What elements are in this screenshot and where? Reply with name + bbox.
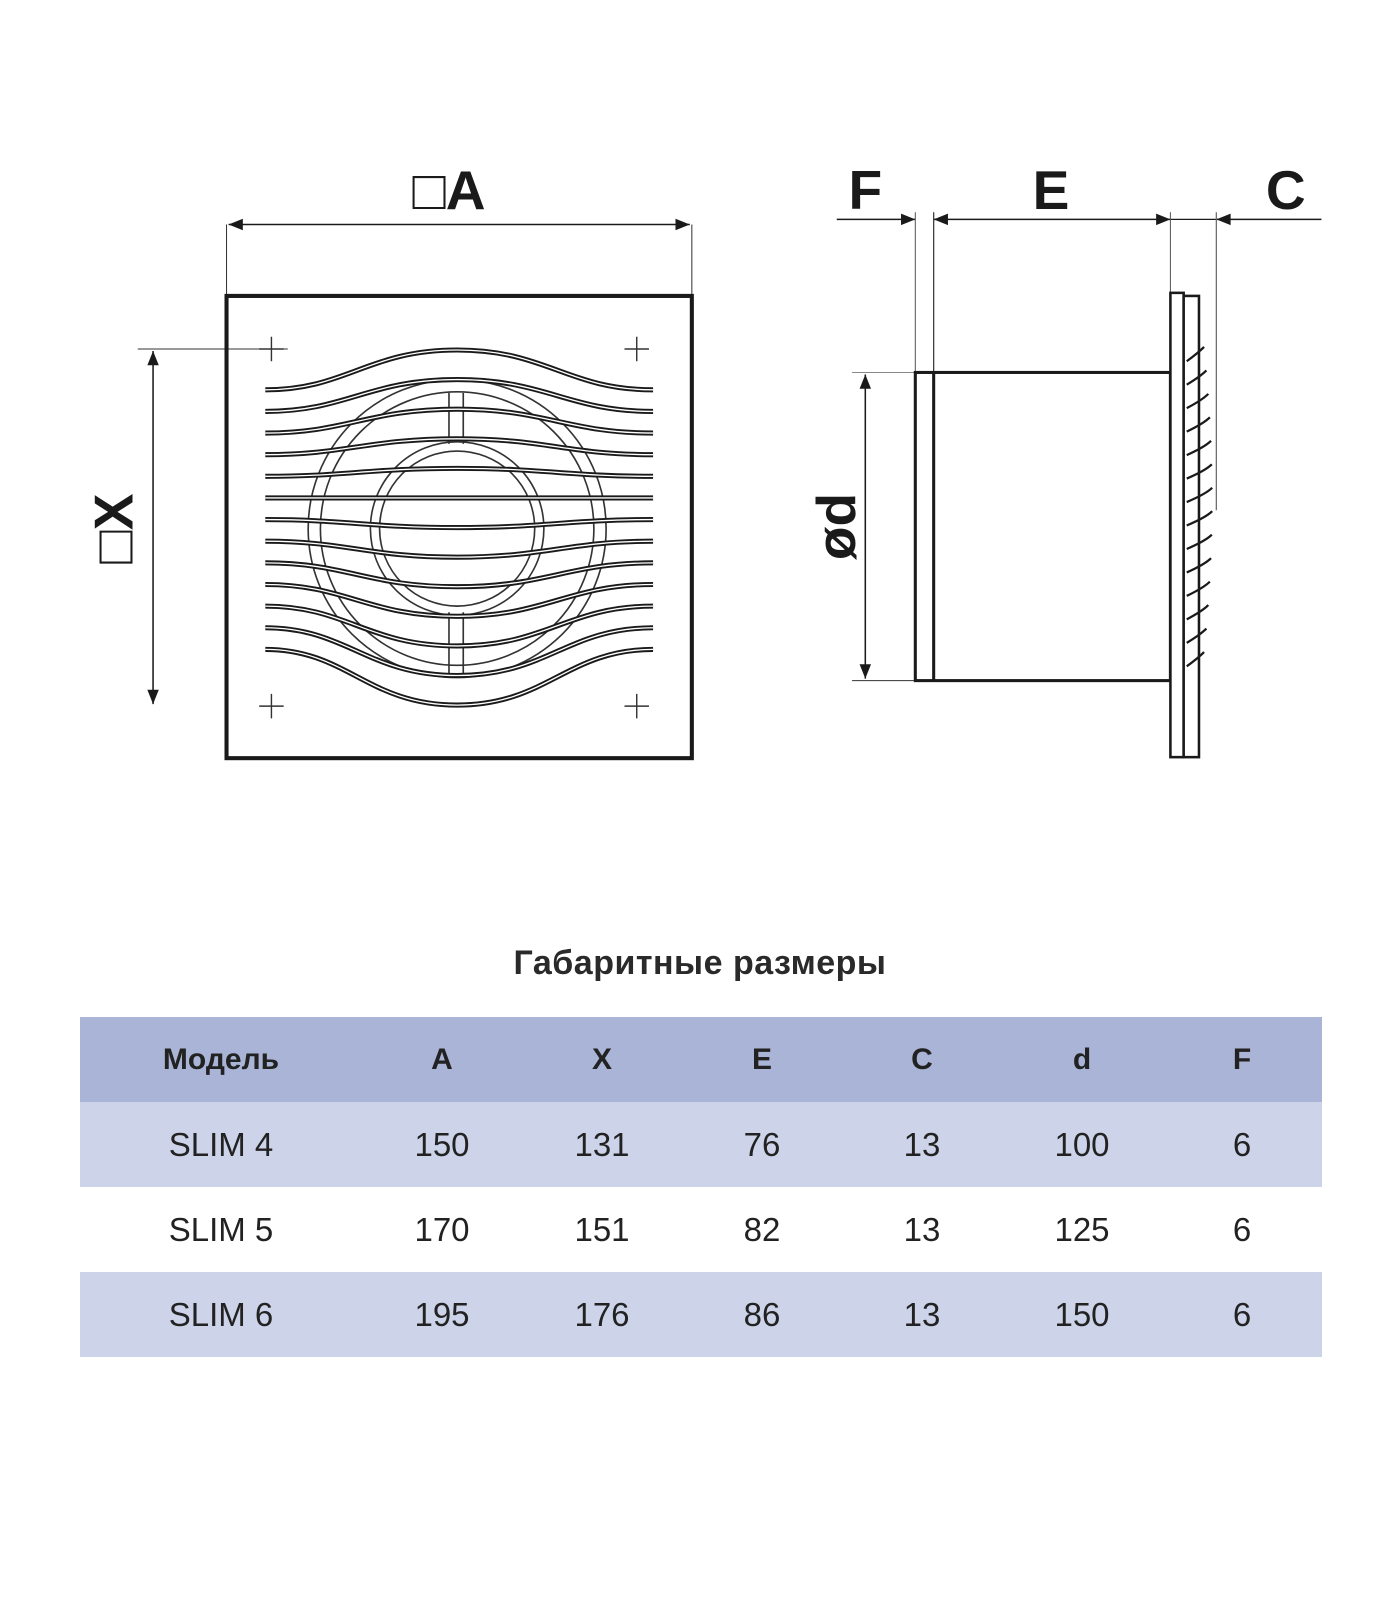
louvre-highlight bbox=[265, 562, 654, 588]
cell-f: 6 bbox=[1162, 1187, 1322, 1272]
side-louvre-blade bbox=[1186, 369, 1208, 386]
cell-e: 76 bbox=[682, 1102, 842, 1187]
louvre-highlight bbox=[265, 378, 654, 413]
spoke-top bbox=[448, 392, 465, 444]
side-louvre-blade bbox=[1186, 533, 1213, 551]
outer-ring-inner bbox=[319, 391, 595, 667]
f-label: F bbox=[848, 159, 882, 221]
louvre-highlight bbox=[265, 518, 654, 529]
louvre-highlight bbox=[265, 583, 654, 617]
diameter-label: ød bbox=[805, 493, 867, 560]
mounting-hole-marks bbox=[259, 336, 649, 719]
header-a: A bbox=[362, 1017, 522, 1102]
header-model: Модель bbox=[80, 1017, 362, 1102]
louvre-blade bbox=[265, 625, 654, 679]
louvre-highlight bbox=[265, 467, 654, 477]
spoke-bottom bbox=[448, 612, 465, 674]
louvre-highlight bbox=[265, 648, 654, 706]
side-louvre-blade bbox=[1186, 393, 1210, 410]
louvre-highlight bbox=[265, 438, 654, 456]
header-x: X bbox=[522, 1017, 682, 1102]
cell-x: 176 bbox=[522, 1272, 682, 1357]
louvre-highlight bbox=[265, 349, 654, 391]
cell-f: 6 bbox=[1162, 1102, 1322, 1187]
side-louvre-blade bbox=[1186, 486, 1213, 504]
header-c: C bbox=[842, 1017, 1002, 1102]
table-row: SLIM 5 170 151 82 13 125 6 bbox=[80, 1187, 1322, 1272]
louvre-blade bbox=[265, 406, 654, 436]
cell-c: 13 bbox=[842, 1102, 1002, 1187]
mounting-cross-icon bbox=[259, 336, 284, 362]
width-label: □A bbox=[412, 159, 485, 221]
cell-e: 86 bbox=[682, 1272, 842, 1357]
header-e: E bbox=[682, 1017, 842, 1102]
e-label: E bbox=[1033, 159, 1070, 221]
side-louvre-blade bbox=[1186, 627, 1208, 644]
side-louvre-blade bbox=[1186, 557, 1212, 574]
side-louvre-blade bbox=[1186, 651, 1205, 668]
side-louvre-blade bbox=[1186, 463, 1213, 480]
cell-a: 170 bbox=[362, 1187, 522, 1272]
table-row: SLIM 6 195 176 86 13 150 6 bbox=[80, 1272, 1322, 1357]
fan-front-panel bbox=[224, 293, 694, 761]
cell-c: 13 bbox=[842, 1272, 1002, 1357]
side-view: F E C ød bbox=[805, 159, 1322, 759]
fan-body bbox=[913, 370, 1172, 683]
cell-d: 125 bbox=[1002, 1187, 1162, 1272]
cell-model: SLIM 4 bbox=[80, 1102, 362, 1187]
side-louvre-blade bbox=[1186, 346, 1205, 363]
height-label: □X bbox=[83, 493, 145, 563]
table-row: SLIM 4 150 131 76 13 100 6 bbox=[80, 1102, 1322, 1187]
louvre-highlight bbox=[265, 540, 654, 558]
front-panel-edge bbox=[1182, 294, 1201, 759]
side-louvres bbox=[1186, 346, 1213, 668]
mounting-cross-icon bbox=[624, 336, 649, 362]
inner-ring-inner bbox=[378, 450, 536, 607]
side-louvre-blade bbox=[1186, 439, 1212, 457]
mounting-plate bbox=[1169, 291, 1185, 759]
front-view: □A □X bbox=[83, 159, 694, 761]
header-d: d bbox=[1002, 1017, 1162, 1102]
table-header-row: Модель A X E C d F bbox=[80, 1017, 1322, 1102]
header-f: F bbox=[1162, 1017, 1322, 1102]
cell-model: SLIM 6 bbox=[80, 1272, 362, 1357]
louvre-highlight bbox=[265, 408, 654, 434]
side-louvre-blade bbox=[1186, 416, 1211, 433]
louvre-highlight bbox=[265, 627, 654, 677]
front-louvres bbox=[265, 347, 654, 708]
cell-f: 6 bbox=[1162, 1272, 1322, 1357]
dimensions-table: Модель A X E C d F SLIM 4 150 131 76 13 … bbox=[80, 1017, 1322, 1357]
cell-x: 131 bbox=[522, 1102, 682, 1187]
side-louvre-blade bbox=[1186, 510, 1213, 527]
cell-a: 195 bbox=[362, 1272, 522, 1357]
cell-c: 13 bbox=[842, 1187, 1002, 1272]
louvre-blade bbox=[265, 347, 654, 393]
cell-a: 150 bbox=[362, 1102, 522, 1187]
cell-d: 100 bbox=[1002, 1102, 1162, 1187]
cell-e: 82 bbox=[682, 1187, 842, 1272]
cell-model: SLIM 5 bbox=[80, 1187, 362, 1272]
mounting-cross-icon bbox=[259, 693, 284, 719]
table-title: Габаритные размеры bbox=[513, 944, 887, 982]
c-label: C bbox=[1266, 159, 1306, 221]
louvre-highlight bbox=[265, 605, 654, 647]
cell-d: 150 bbox=[1002, 1272, 1162, 1357]
cell-x: 151 bbox=[522, 1187, 682, 1272]
side-louvre-blade bbox=[1186, 580, 1211, 597]
side-louvre-blade bbox=[1186, 604, 1210, 621]
mounting-cross-icon bbox=[624, 693, 649, 719]
